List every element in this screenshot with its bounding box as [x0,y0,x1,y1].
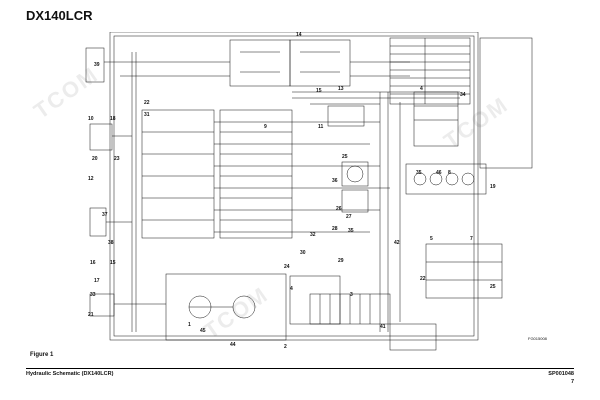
main-control-valve-right [219,109,293,239]
footer-page-number: 7 [570,379,574,385]
return-filter-block [389,323,437,351]
callout-22: 22 [144,100,150,106]
callout-20: 20 [92,156,98,162]
callout-3: 3 [350,292,353,298]
hydraulic-schematic: 39 22 31 10 18 20 23 12 37 38 16 15 17 3… [85,32,533,351]
pilot-joystick-box [413,91,459,147]
callout-27: 27 [346,214,352,220]
callout-28: 28 [332,226,338,232]
callout-15b: 15 [316,88,322,94]
callout-26: 26 [336,206,342,212]
callout-23: 23 [114,156,120,162]
callout-12: 12 [88,176,94,182]
center-joint [341,189,369,213]
boom-cylinder-block [229,39,291,87]
hydraulic-tank [89,293,115,317]
figure-label: Figure 1 [30,352,54,358]
callout-33: 33 [90,292,96,298]
callout-29: 29 [338,258,344,264]
callout-37: 37 [102,212,108,218]
footer-title: Hydraulic Schematic (DX140LCR) [26,371,114,377]
callout-41: 41 [380,324,386,330]
callout-30: 30 [300,250,306,256]
callout-25: 25 [342,154,348,160]
callout-11: 11 [318,124,324,130]
callout-2: 2 [284,344,287,350]
callout-8: 8 [448,170,451,176]
travel-valve-block [425,243,503,299]
footer-doc-number: SP001048 [548,371,574,377]
callout-18: 18 [110,116,116,122]
check-valve-box [327,105,365,127]
callout-46: 46 [436,170,442,176]
legend-table [389,37,471,105]
callout-32: 32 [310,232,316,238]
callout-9: 9 [264,124,267,130]
callout-4b: 4 [420,86,423,92]
page-title: DX140LCR [26,8,93,23]
callout-25b: 25 [490,284,496,290]
callout-44: 44 [230,342,236,348]
dozer-cylinder [89,123,113,151]
callout-35: 35 [348,228,354,234]
callout-1: 1 [188,322,191,328]
main-pump-2 [232,295,256,319]
callout-10: 10 [88,116,94,122]
main-control-valve-left [141,109,215,239]
callout-22b: 22 [420,276,426,282]
callout-21: 21 [88,312,94,318]
callout-24: 24 [284,264,290,270]
callout-7: 7 [470,236,473,242]
callout-34: 34 [460,92,466,98]
pilot-filter-block [289,275,341,325]
parts-list [479,37,533,169]
drawing-id: FG015008 [528,336,547,341]
callout-13: 13 [338,86,344,92]
swing-motor-circle [346,165,364,183]
callout-19: 19 [490,184,496,190]
remote-control-valve-right [405,163,487,195]
schematic-frame-outer [109,32,479,341]
footer-rule [26,368,574,369]
swing-motor [341,161,369,187]
callout-36: 36 [332,178,338,184]
callout-31: 31 [144,112,150,118]
callout-35b: 35 [416,170,422,176]
schematic-frame [113,35,475,337]
travel-motor-left [85,47,105,83]
arm-cylinder-block [289,39,351,87]
callout-45: 45 [200,328,206,334]
callout-17: 17 [94,278,100,284]
main-pump-block [165,273,287,341]
callout-14: 14 [296,32,302,38]
callout-4: 4 [290,286,293,292]
callout-42: 42 [394,240,400,246]
callout-5: 5 [430,236,433,242]
callout-39: 39 [94,62,100,68]
callout-15: 15 [110,260,116,266]
callout-16: 16 [90,260,96,266]
callout-38: 38 [108,240,114,246]
